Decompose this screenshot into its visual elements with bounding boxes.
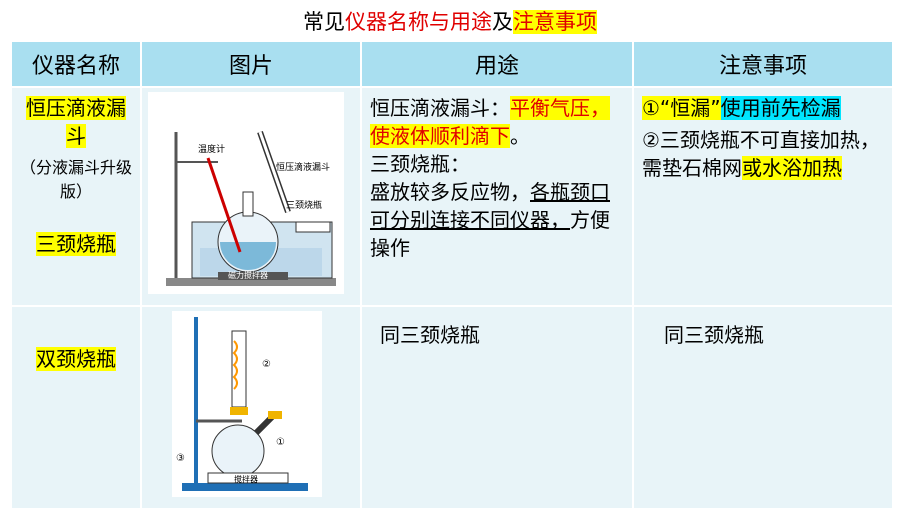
use-flask-underlined: 各瓶颈口可分别连接不同仪器， bbox=[370, 180, 610, 232]
note-1-prefix: ①“恒漏” bbox=[642, 96, 721, 120]
use-punct: 。 bbox=[510, 124, 530, 148]
title-part-highlight: 注意事项 bbox=[513, 10, 597, 34]
apparatus-illustration-2: ② ① ③ 搅拌器 bbox=[172, 311, 322, 497]
instrument-table: 仪器名称 图片 用途 注意事项 恒压滴液漏斗 （分液漏斗升级版） 三颈烧瓶 bbox=[10, 40, 894, 510]
use-flask-text: 盛放较多反应物， bbox=[370, 180, 530, 204]
instrument-subtitle: （分液漏斗升级版） bbox=[20, 158, 133, 201]
use-text: 同三颈烧瓶 bbox=[380, 323, 480, 347]
row2-name-cell: 双颈烧瓶 bbox=[10, 305, 142, 510]
header-picture: 图片 bbox=[140, 40, 362, 88]
note-text: 同三颈烧瓶 bbox=[664, 323, 764, 347]
label-3: ③ bbox=[176, 453, 185, 464]
use-flask-label: 三颈烧瓶： bbox=[370, 152, 470, 176]
label-flask: 三颈烧瓶 bbox=[286, 199, 322, 211]
row2-figure-cell: ② ① ③ 搅拌器 bbox=[140, 305, 362, 510]
label-2: ② bbox=[262, 359, 271, 370]
row1-figure-cell: 温度计 恒压滴液漏斗 三颈烧瓶 磁力搅拌器 bbox=[140, 86, 362, 307]
page-title: 常见仪器名称与用途及注意事项 bbox=[0, 6, 900, 36]
row2-notes-cell: 同三颈烧瓶 bbox=[632, 305, 894, 510]
instrument-name: 双颈烧瓶 bbox=[36, 347, 116, 371]
header-notes: 注意事项 bbox=[632, 40, 894, 88]
title-part: 及 bbox=[492, 10, 513, 34]
instrument-name: 三颈烧瓶 bbox=[36, 232, 116, 256]
label-stirrer: 搅拌器 bbox=[234, 474, 258, 484]
title-part: 常见 bbox=[303, 10, 345, 34]
note-1-highlight: 使用前先检漏 bbox=[720, 96, 841, 120]
label-thermometer: 温度计 bbox=[198, 143, 225, 155]
instrument-name: 恒压滴液漏斗 bbox=[26, 96, 126, 148]
row2-use-cell: 同三颈烧瓶 bbox=[360, 305, 634, 510]
label-1: ① bbox=[276, 437, 285, 448]
header-name: 仪器名称 bbox=[10, 40, 142, 88]
row1-notes-cell: ①“恒漏”使用前先检漏 ②三颈烧瓶不可直接加热，需垫石棉网或水浴加热 bbox=[632, 86, 894, 307]
note-2-text: ②三颈烧瓶不可直接加热，需垫石棉网 bbox=[642, 128, 880, 180]
header-use: 用途 bbox=[360, 40, 634, 88]
use-funnel-label: 恒压滴液漏斗： bbox=[370, 96, 510, 120]
row1-name-cell: 恒压滴液漏斗 （分液漏斗升级版） 三颈烧瓶 bbox=[10, 86, 142, 307]
row1-use-cell: 恒压滴液漏斗：平衡气压，使液体顺利滴下。 三颈烧瓶： 盛放较多反应物，各瓶颈口可… bbox=[360, 86, 634, 307]
use-flask-text-end: 方便操作 bbox=[370, 208, 610, 260]
apparatus-illustration-1: 温度计 恒压滴液漏斗 三颈烧瓶 磁力搅拌器 bbox=[148, 92, 344, 294]
label-stirrer: 磁力搅拌器 bbox=[228, 270, 268, 280]
note-2-highlight: 或水浴加热 bbox=[742, 156, 842, 180]
title-part-red: 仪器名称与用途 bbox=[345, 10, 492, 34]
label-funnel: 恒压滴液漏斗 bbox=[276, 161, 330, 173]
